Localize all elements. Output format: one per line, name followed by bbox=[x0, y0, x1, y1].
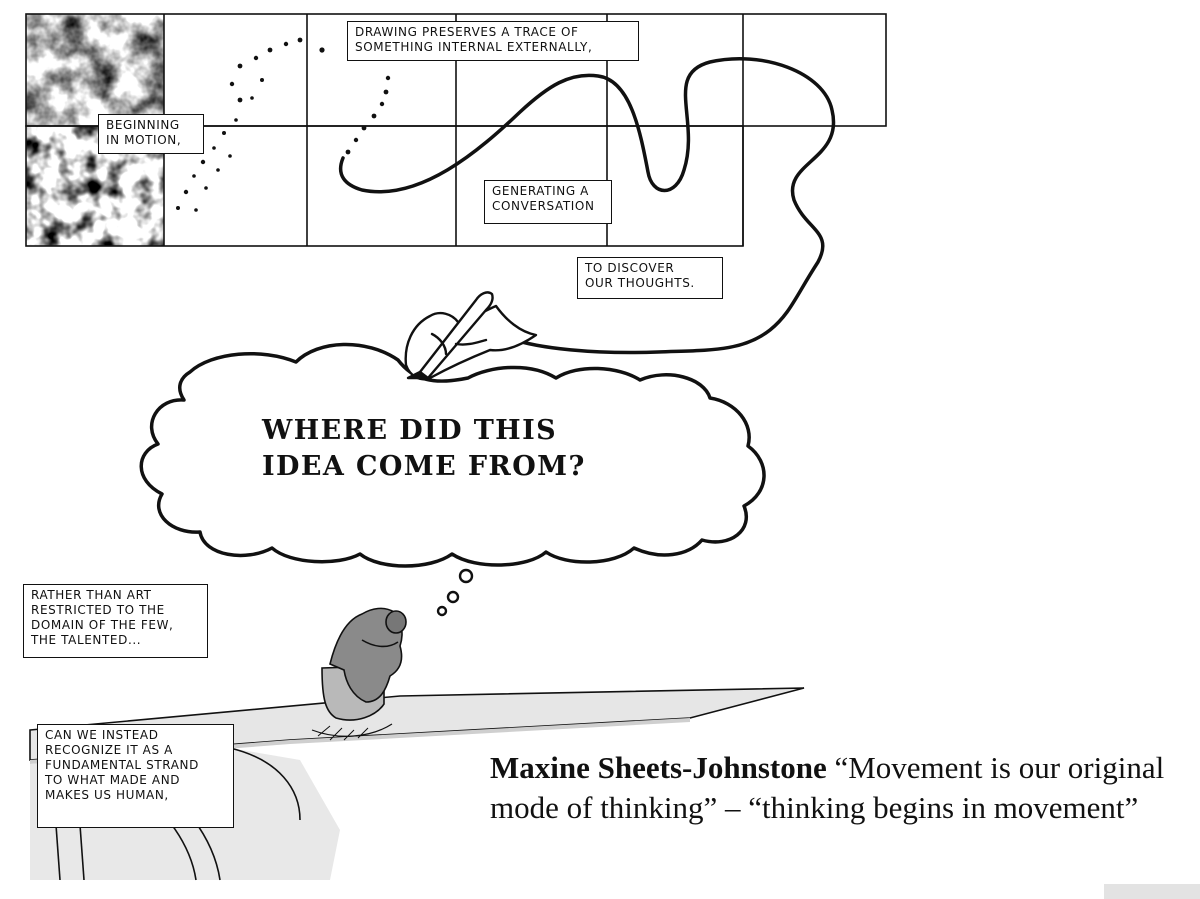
caption-can-we-instead: CAN WE INSTEAD RECOGNIZE IT AS A FUNDAME… bbox=[37, 724, 234, 828]
caption-generating-conversation: GENERATING A CONVERSATION bbox=[484, 180, 612, 224]
motion-dots bbox=[176, 37, 391, 212]
drawn-line bbox=[338, 57, 836, 355]
caption-discover-thoughts: TO DISCOVER OUR THOUGHTS. bbox=[577, 257, 723, 299]
thought-trail bbox=[436, 568, 474, 617]
caption-rather-than-art: RATHER THAN ART RESTRICTED TO THE DOMAIN… bbox=[23, 584, 208, 658]
thinker-statue-icon bbox=[311, 607, 407, 741]
caption-drawing-preserves: DRAWING PRESERVES A TRACE OF SOMETHING I… bbox=[347, 21, 639, 61]
quote-block: Maxine Sheets-Johnstone “Movement is our… bbox=[490, 748, 1180, 828]
quote-text: “Movement is our original mode of thinki… bbox=[490, 750, 1165, 825]
quote-author: Maxine Sheets-Johnstone bbox=[490, 750, 827, 785]
caption-beginning-in-motion: BEGINNING IN MOTION, bbox=[98, 114, 204, 154]
hand-icon bbox=[404, 291, 538, 381]
thought-cloud bbox=[139, 342, 766, 568]
thought-bubble-text: WHERE DID THIS IDEA COME FROM? bbox=[262, 415, 586, 482]
